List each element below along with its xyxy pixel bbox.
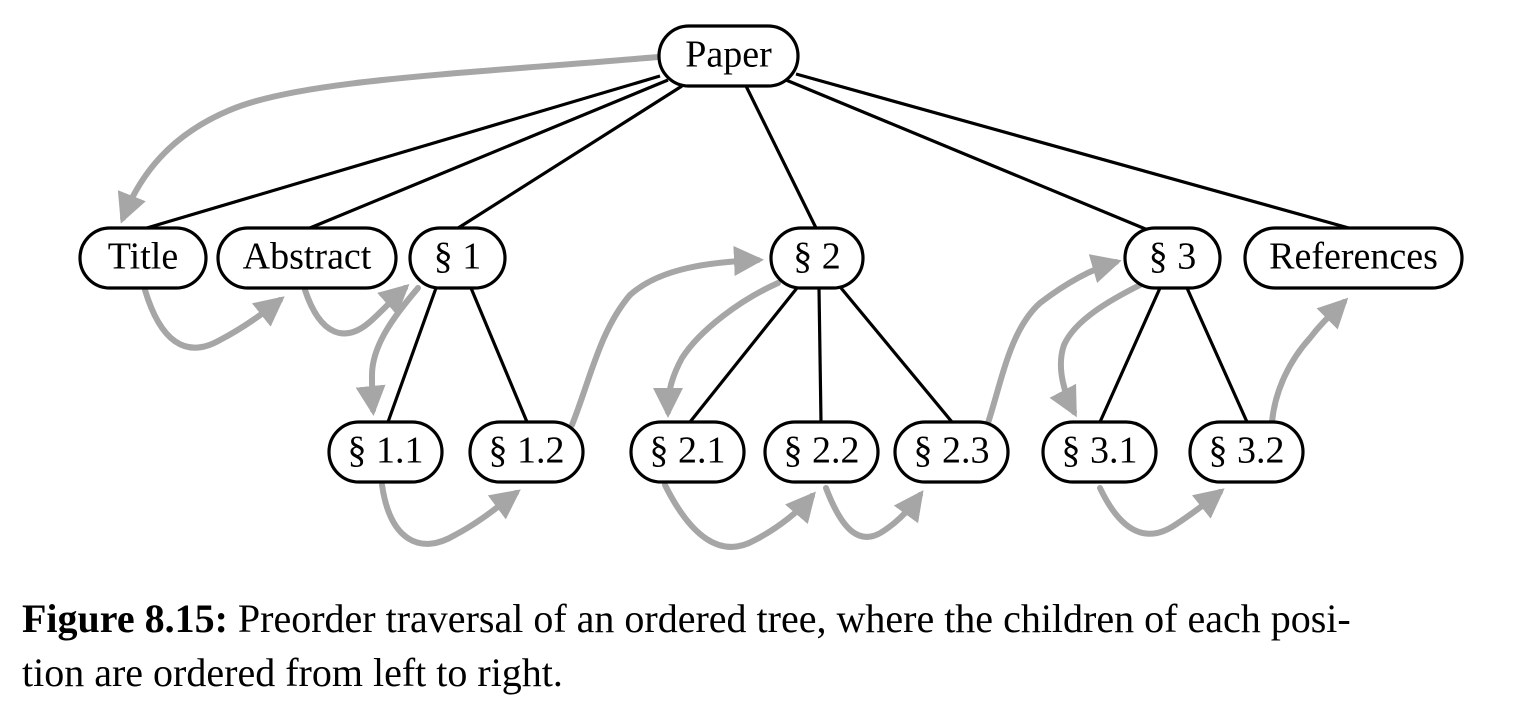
traversal-arrow-s2-s21 bbox=[653, 280, 781, 418]
tree-diagram: Paper Title Abstract § 1 § 2 § 3 Referen… bbox=[78, 24, 1464, 550]
node-s11: § 1.1 bbox=[327, 420, 444, 484]
traversal-arrow-paper-title bbox=[117, 54, 661, 224]
traversal-arrow-s3-s31 bbox=[1049, 282, 1143, 418]
node-s1: § 1 bbox=[408, 226, 507, 290]
node-s11-label: § 1.1 bbox=[348, 430, 424, 472]
node-s3: § 3 bbox=[1123, 226, 1222, 290]
node-abstract: Abstract bbox=[216, 226, 398, 290]
figure-caption: Figure 8.15: Preorder traversal of an or… bbox=[22, 592, 1522, 700]
traversal-arrow-abstract-s1 bbox=[302, 283, 410, 337]
edge-s3-s31 bbox=[1098, 287, 1162, 423]
node-s21-label: § 2.1 bbox=[650, 430, 726, 472]
edge-paper-abstract bbox=[304, 78, 669, 232]
traversal-arrow-s21-s22 bbox=[662, 482, 816, 550]
traversal-arrow-s1-s11 bbox=[355, 285, 421, 416]
node-s32: § 3.2 bbox=[1188, 420, 1305, 484]
node-s2: § 2 bbox=[769, 226, 865, 290]
caption-line1: Preorder traversal of an ordered tree, w… bbox=[227, 596, 1351, 641]
traversal-arrow-s31-s32 bbox=[1097, 485, 1225, 537]
node-s22-label: § 2.2 bbox=[784, 430, 860, 472]
traversal-arrow-s23-s3 bbox=[985, 254, 1122, 426]
node-s32-label: § 3.2 bbox=[1209, 430, 1285, 472]
node-s31: § 3.1 bbox=[1041, 420, 1158, 484]
edge-paper-s3 bbox=[785, 78, 1149, 232]
node-s2-label: § 2 bbox=[793, 236, 841, 278]
tree-edges bbox=[139, 72, 1357, 424]
node-s23: § 2.3 bbox=[893, 420, 1010, 484]
node-references: References bbox=[1243, 226, 1464, 290]
node-abstract-label: Abstract bbox=[243, 236, 372, 278]
edge-paper-references bbox=[795, 72, 1357, 232]
edge-s3-s32 bbox=[1185, 287, 1249, 423]
edge-s2-s23 bbox=[839, 286, 954, 424]
node-s22: § 2.2 bbox=[763, 420, 880, 484]
node-s21: § 2.1 bbox=[629, 420, 746, 484]
node-references-label: References bbox=[1269, 236, 1438, 278]
node-s12-label: § 1.2 bbox=[489, 430, 565, 472]
traversal-arrow-s11-s12 bbox=[379, 482, 521, 547]
caption-line2: tion are ordered from left to right. bbox=[22, 650, 563, 695]
edge-s1-s12 bbox=[469, 287, 529, 423]
node-title-label: Title bbox=[108, 236, 178, 278]
node-title: Title bbox=[78, 226, 208, 290]
node-s23-label: § 2.3 bbox=[914, 430, 990, 472]
node-s12: § 1.2 bbox=[468, 420, 585, 484]
edge-s2-s22 bbox=[817, 287, 823, 423]
node-s31-label: § 3.1 bbox=[1062, 430, 1138, 472]
edge-paper-title bbox=[139, 74, 661, 232]
node-s3-label: § 3 bbox=[1149, 236, 1197, 278]
traversal-arrow-s32-references bbox=[1269, 297, 1349, 425]
caption-label: Figure 8.15: bbox=[22, 596, 228, 641]
traversal-arrow-s12-s2 bbox=[569, 246, 764, 428]
traversal-arrow-title-abstract bbox=[142, 287, 285, 351]
node-s1-label: § 1 bbox=[434, 236, 482, 278]
nodes: Paper Title Abstract § 1 § 2 § 3 Referen… bbox=[78, 24, 1464, 484]
edge-s1-s11 bbox=[386, 287, 438, 423]
edge-s2-s21 bbox=[688, 287, 799, 423]
edge-paper-s2 bbox=[744, 85, 819, 231]
traversal-arrow-s22-s23 bbox=[823, 485, 924, 540]
node-paper: Paper bbox=[657, 24, 800, 88]
traversal-path bbox=[117, 54, 1349, 550]
edge-paper-s1 bbox=[454, 84, 683, 232]
node-paper-label: Paper bbox=[685, 34, 772, 76]
